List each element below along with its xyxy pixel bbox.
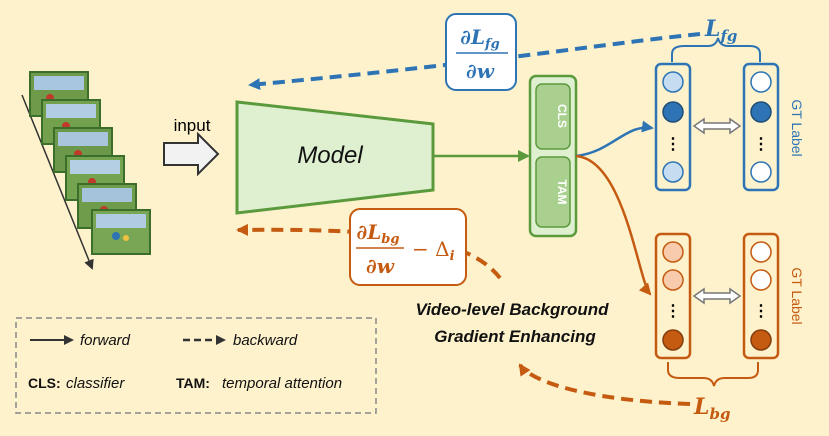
bg-prediction-ellipsis: ⋮	[665, 303, 681, 320]
legend-cls-key: CLS:	[28, 375, 61, 391]
cls-block	[535, 83, 571, 150]
compare-arrow-fg	[692, 117, 742, 135]
tam-block	[535, 156, 571, 228]
grad-fg-box	[445, 13, 517, 91]
fg-loss-brace	[671, 37, 761, 62]
input-label: input	[174, 116, 211, 135]
model-block	[235, 100, 435, 215]
fg-gt-node	[750, 71, 772, 93]
vbge-title-line2: Gradient Enhancing	[434, 327, 596, 346]
fg-gt-ellipsis: ⋮	[753, 136, 769, 153]
bg-gt-ellipsis: ⋮	[753, 303, 769, 320]
backward-arrow-fg	[248, 32, 701, 91]
video-frames	[21, 71, 151, 270]
bg-prediction-node-active	[662, 329, 684, 351]
forward-arrow-bg	[575, 154, 652, 296]
time-arrow	[21, 94, 94, 270]
bg-gt-column	[742, 232, 780, 360]
bg-gt-node	[750, 241, 772, 263]
fg-prediction-column	[654, 62, 692, 192]
compare-arrow-bg	[692, 287, 742, 305]
frame	[91, 209, 151, 255]
fg-prediction-ellipsis: ⋮	[665, 136, 681, 153]
fg-prediction-node	[662, 71, 684, 93]
grad-fg-numerator: ∂Lfg	[460, 25, 499, 52]
legend-box	[15, 317, 377, 414]
fg-gt-node	[750, 161, 772, 183]
tam-label: TAM	[555, 179, 569, 204]
fg-gt-column	[742, 62, 780, 192]
bg-prediction-node	[662, 241, 684, 263]
backward-arrow-bg-in	[518, 363, 691, 406]
legend-tam-value: temporal attention	[222, 375, 342, 392]
legend-cls-value: classifier	[66, 375, 125, 392]
bg-gt-node	[750, 269, 772, 291]
gt-label-bottom: GT Label	[789, 267, 805, 324]
grad-bg-numerator: ∂Lbg	[357, 220, 400, 247]
grad-bg-suffix: − Δi	[412, 237, 455, 264]
fg-gt-node-active	[750, 101, 772, 123]
fg-prediction-node-active	[662, 101, 684, 123]
fg-prediction-node	[662, 161, 684, 183]
legend-backward-label: backward	[233, 332, 298, 349]
gt-label-top: GT Label	[789, 99, 805, 156]
bg-prediction-node	[662, 269, 684, 291]
bg-gt-node-active	[750, 329, 772, 351]
vbge-title-line1: Video-level Background	[415, 300, 609, 319]
grad-bg-box	[349, 208, 467, 286]
forward-arrow-fg	[575, 120, 654, 158]
bg-prediction-column	[654, 232, 692, 360]
cls-label: CLS	[555, 104, 569, 128]
legend-tam-key: TAM:	[176, 375, 210, 391]
legend-forward-label: forward	[80, 332, 131, 349]
backward-arrow-bg-out	[236, 223, 502, 280]
loss-bg: Lbg	[693, 394, 730, 423]
input-arrow	[163, 131, 220, 177]
loss-fg: Lfg	[704, 16, 737, 45]
grad-fg-denominator: ∂w	[466, 59, 495, 83]
legend: forward backward CLS: classifier TAM: te…	[15, 317, 377, 414]
grad-bg-denominator: ∂w	[366, 254, 395, 278]
model-label: Model	[297, 142, 363, 169]
bg-loss-brace	[667, 362, 759, 387]
